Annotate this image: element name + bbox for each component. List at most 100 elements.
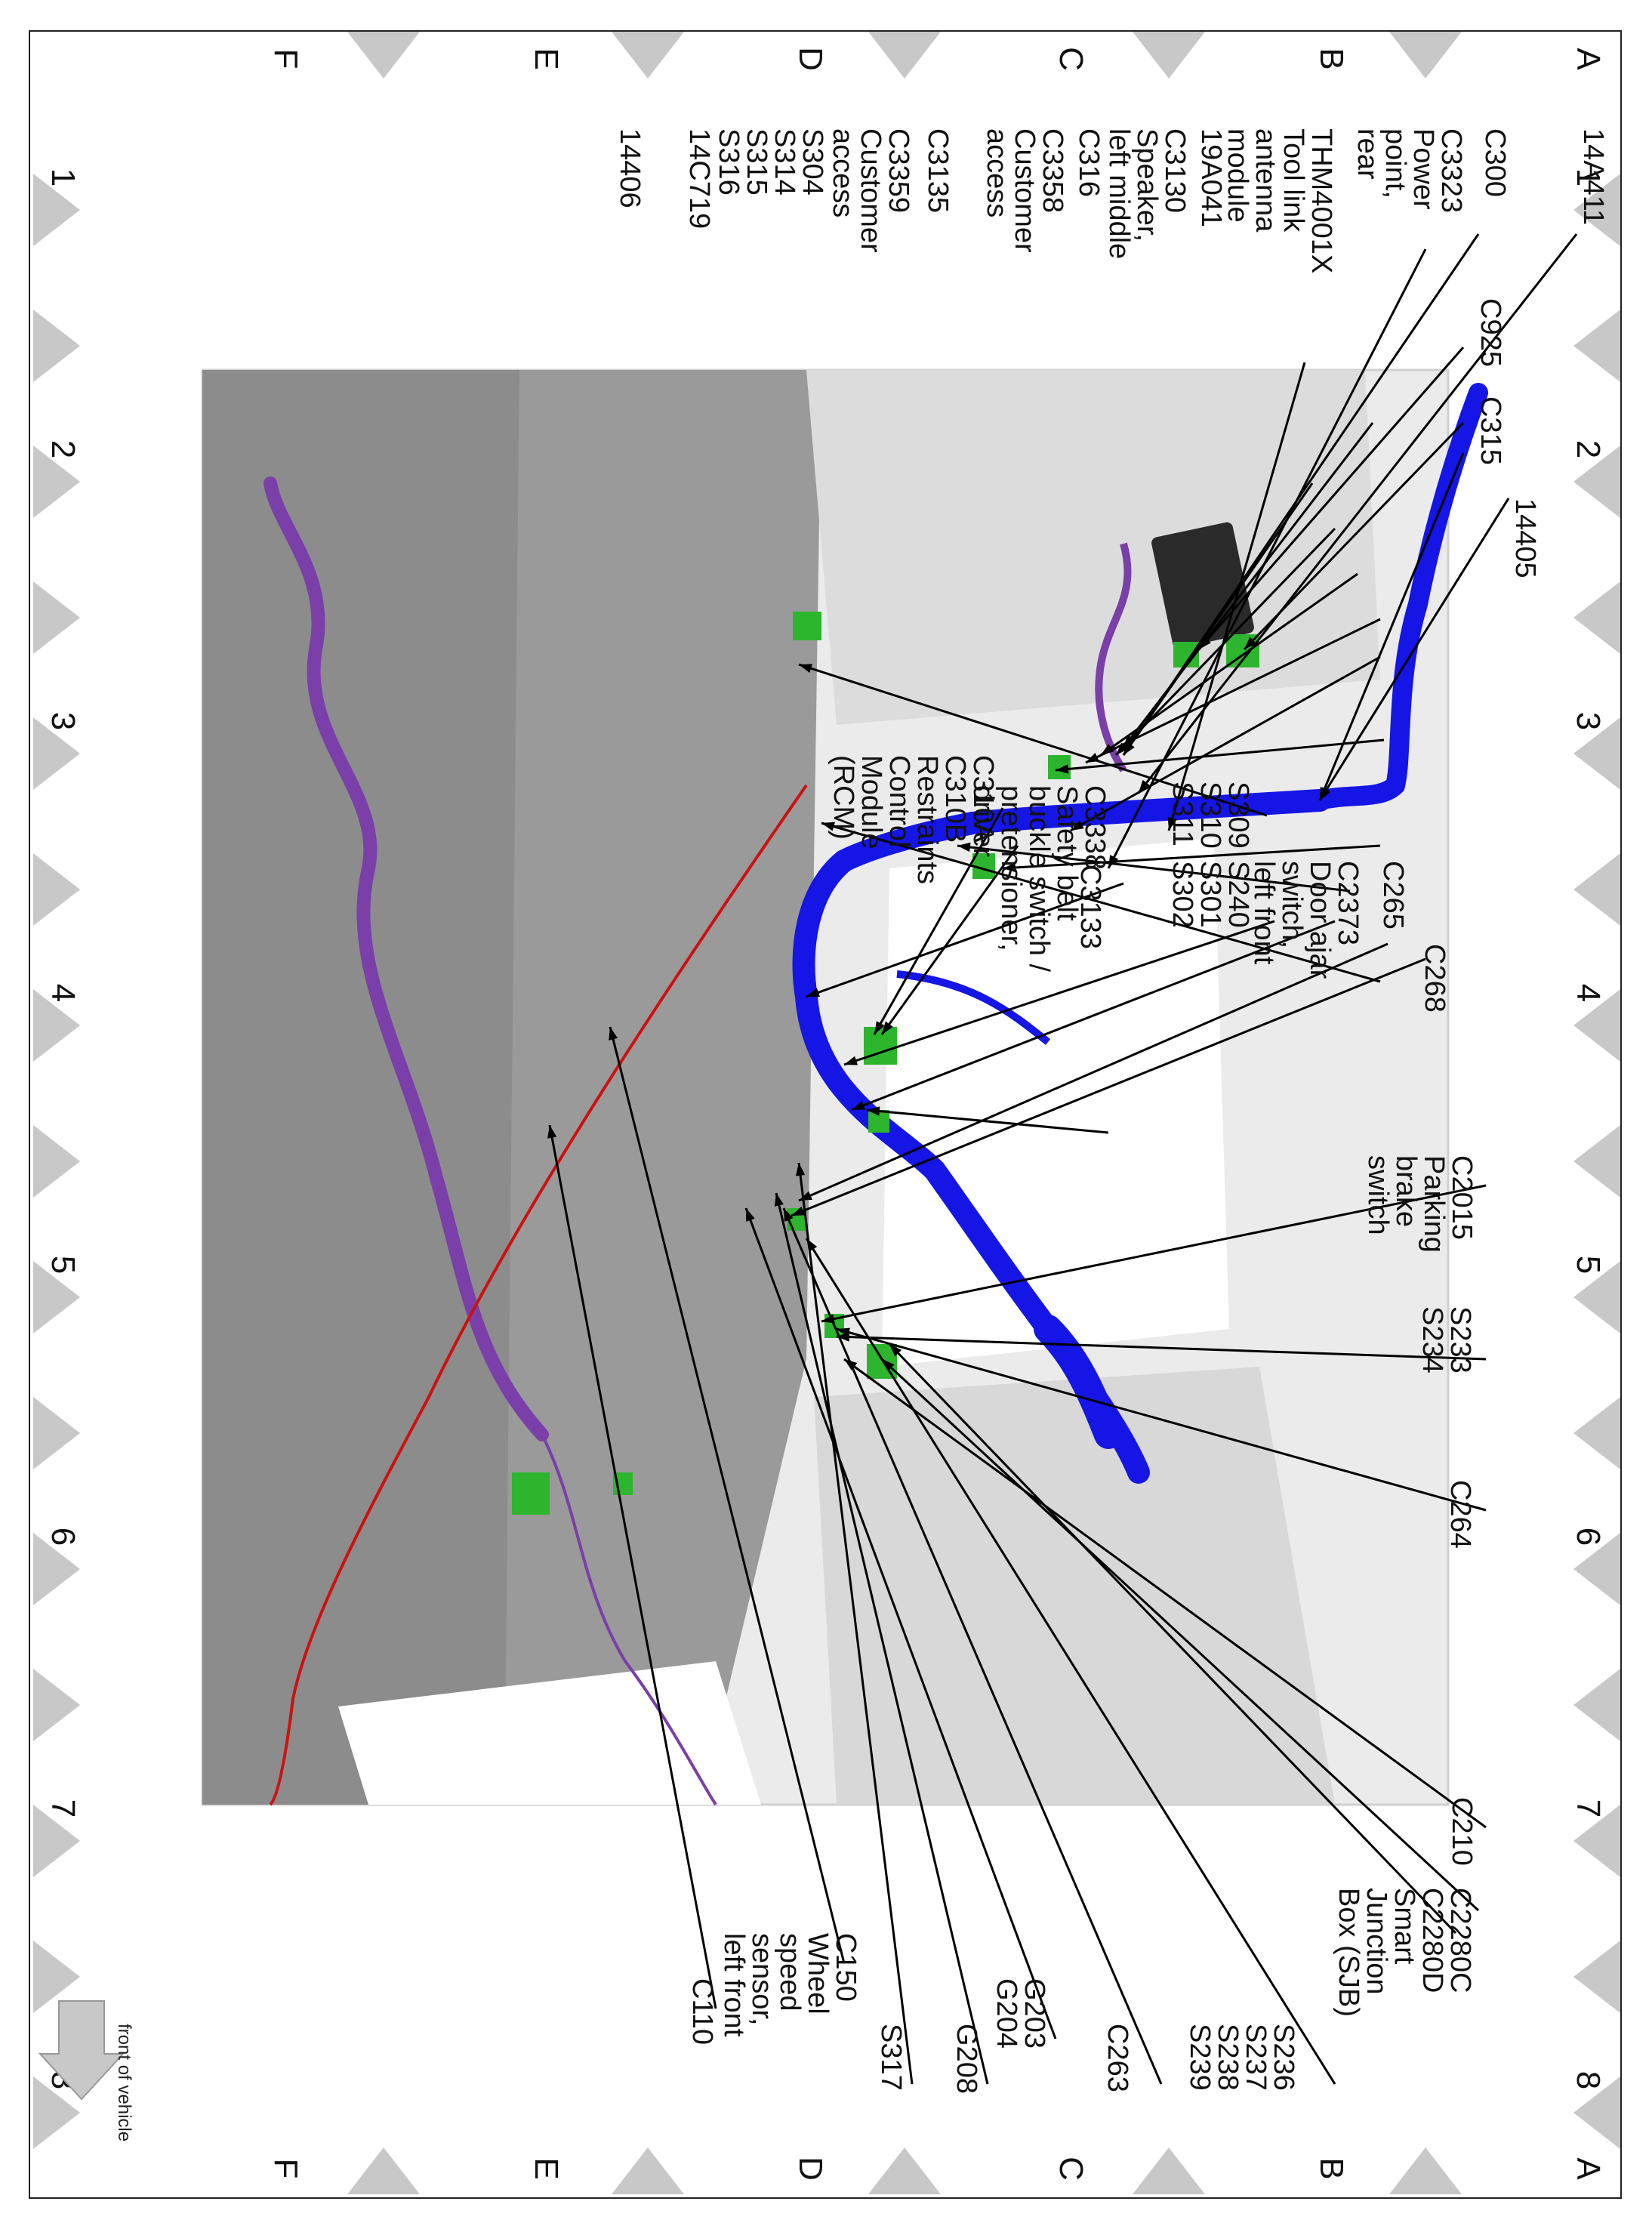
leader-arrowhead	[784, 1208, 794, 1222]
leader-line	[866, 1108, 1109, 1134]
leader-arrowhead	[799, 664, 812, 674]
label-14C719: 14C719	[683, 128, 715, 230]
leader-line	[1100, 572, 1358, 757]
label-19A041: 19A041	[1195, 128, 1227, 228]
leader-line	[957, 844, 1351, 893]
connector-c3338	[868, 1110, 889, 1133]
harness-14406	[264, 476, 549, 1441]
leader-line	[821, 822, 1381, 983]
label-S317: S317	[875, 2024, 907, 2091]
label-C150: C150 Wheel speed sensor, left front	[718, 1933, 861, 2037]
label-S304: S304 S314 S315 S316	[713, 128, 828, 196]
leader-arrowhead	[746, 1208, 755, 1222]
label-C300: C300	[1479, 128, 1511, 197]
leader-line	[1167, 362, 1306, 831]
label-C315: C315	[1475, 396, 1506, 465]
leader-line	[775, 1192, 989, 2085]
red-wire	[269, 784, 808, 1806]
label-C3135: C3135	[922, 128, 954, 213]
leader-arrowhead	[889, 1344, 902, 1357]
connector-c110	[512, 1472, 550, 1515]
leader-arrowhead	[1199, 637, 1211, 649]
leader-line	[1122, 483, 1314, 756]
label-C2373: C2373 Door ajar switch, left front	[1248, 861, 1364, 979]
leader-arrowhead	[1167, 817, 1177, 831]
leader-line	[805, 1238, 1336, 2085]
leader-line	[798, 663, 1268, 817]
front-of-vehicle-arrow	[38, 2000, 125, 2101]
label-S309: S309 S310 S311	[1167, 782, 1254, 849]
label-C925: C925	[1475, 298, 1506, 367]
label-C3358: C3358 Customer access	[981, 128, 1068, 253]
leader-arrowhead	[867, 1106, 880, 1116]
leader-line	[851, 920, 1336, 1111]
leader-arrowhead	[1071, 820, 1084, 831]
label-C263: C263	[1102, 2024, 1133, 2092]
connector-c3359	[1048, 755, 1071, 779]
leader-lines	[547, 233, 1578, 2085]
leader-arrowhead	[1244, 637, 1257, 649]
leader-arrowhead	[791, 1206, 805, 1216]
leader-line	[1085, 618, 1381, 764]
label-C268: C268	[1419, 944, 1450, 1013]
leader-arrowhead	[844, 1056, 858, 1065]
leader-line	[548, 1124, 717, 2009]
label-14405: 14405	[1509, 498, 1541, 578]
leader-line	[791, 957, 1426, 1217]
label-C3133: C3133	[1074, 865, 1106, 949]
label-C265: C265	[1377, 861, 1409, 930]
leader-arrowhead	[957, 842, 971, 852]
leader-line	[1318, 498, 1510, 801]
label-G208: G208	[951, 2024, 982, 2094]
leader-line	[1002, 844, 1381, 870]
main-harness-14405	[1310, 383, 1488, 810]
leader-line	[782, 1207, 1163, 2085]
label-G203: G203 G204	[991, 1978, 1050, 2049]
label-C3323: C3323 Power point, rear	[1351, 128, 1467, 213]
label-C3130: C3130 Speaker, left middle	[1103, 128, 1191, 260]
leader-arrowhead	[547, 1125, 557, 1139]
leader-line	[880, 845, 1019, 1035]
label-C2015: C2015 Parking brake switch	[1362, 1155, 1478, 1253]
leader-line	[836, 1327, 1487, 1512]
wheel-arch-opening	[338, 1661, 761, 1805]
label-14406: 14406	[614, 128, 646, 208]
leader-line	[609, 1026, 846, 1964]
leader-line	[1243, 421, 1465, 651]
label-S236: S236 S237 S238 S239	[1184, 2024, 1299, 2091]
leader-arrowhead	[806, 988, 820, 997]
label-C310A: C310A C310B Restraints Control Module (R…	[828, 755, 999, 885]
leader-arrowhead	[1003, 862, 1016, 873]
label-S240: S240 S301 S302	[1167, 861, 1254, 928]
leader-line	[843, 1358, 1487, 1829]
label-C264: C264	[1444, 1480, 1476, 1549]
floor-pan-lower	[202, 370, 519, 1805]
label-THM4001X: THM4001X Tool link antenna module	[1222, 128, 1337, 274]
leader-line	[880, 1358, 1480, 1912]
leader-line	[1070, 655, 1381, 832]
leader-line	[1318, 452, 1465, 801]
leader-line	[821, 1184, 1487, 1323]
leader-line	[797, 1162, 914, 2085]
connector-c925	[1173, 642, 1199, 667]
harness-19A041-branch	[1095, 542, 1132, 772]
leader-arrowhead	[609, 1027, 618, 1041]
leader-line	[806, 882, 1124, 998]
front-of-vehicle-label: front of vehicle	[114, 2024, 134, 2142]
leader-line	[1137, 233, 1578, 794]
leader-line	[888, 1343, 1457, 1935]
leader-line	[873, 807, 1004, 1035]
leader-arrowhead	[1320, 787, 1331, 800]
leader-arrowhead	[882, 1021, 893, 1034]
leader-arrowhead	[774, 1193, 784, 1207]
connector-c310	[864, 1027, 897, 1065]
leader-arrowhead	[1101, 744, 1114, 755]
rear-pillar-panel	[806, 370, 1380, 725]
connector-c300	[793, 612, 821, 640]
label-C110: C110	[686, 1978, 718, 2046]
leader-line	[843, 920, 1275, 1066]
label-14A411: 14A411	[1577, 128, 1609, 226]
